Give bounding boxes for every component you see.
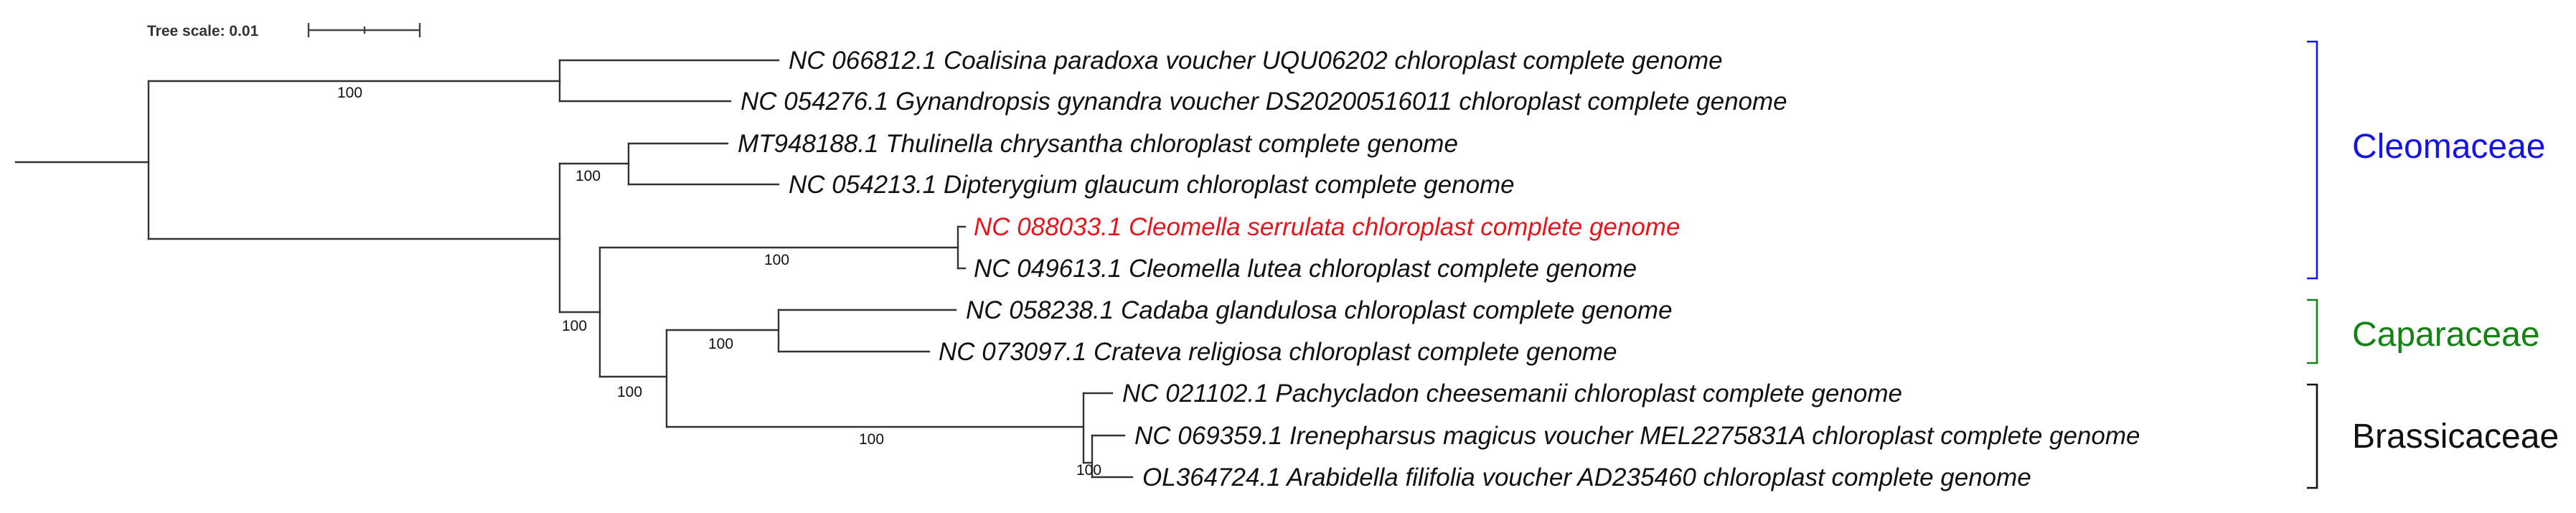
leaf-label: NC 073097.1 Crateva religiosa chloroplas… — [939, 338, 1617, 366]
leaf-label: NC 058238.1 Cadaba glandulosa chloroplas… — [966, 296, 1673, 324]
leaf-label-highlighted: NC 088033.1 Cleomella serrulata chloropl… — [974, 213, 1680, 241]
support-value: 100 — [708, 336, 733, 352]
support-value: 100 — [1076, 462, 1101, 479]
support-values: 100 100 100 100 100 100 100 100 — [337, 85, 1101, 479]
tree-scale-bar — [307, 23, 421, 37]
leaf-label: NC 054276.1 Gynandropsis gynandra vouche… — [741, 88, 1787, 116]
support-value: 100 — [764, 252, 789, 268]
leaf-label: NC 021102.1 Pachycladon cheesemanii chlo… — [1122, 380, 1902, 408]
leaf-label: NC 054213.1 Dipterygium glaucum chloropl… — [789, 171, 1515, 199]
leaf-label: NC 069359.1 Irenepharsus magicus voucher… — [1134, 422, 2140, 450]
clade-annotations: Cleomaceae Caparaceae Brassicaceae — [2307, 40, 2559, 489]
clade-label-cleomaceae: Cleomaceae — [2352, 128, 2545, 166]
clade-bracket-brassicaceae — [2307, 383, 2318, 489]
tree-branches — [14, 59, 1134, 479]
leaf-label: MT948188.1 Thulinella chrysantha chlorop… — [738, 130, 1458, 158]
clade-label-caparaceae: Caparaceae — [2352, 316, 2540, 354]
support-value: 100 — [859, 431, 884, 448]
clade-bracket-cleomaceae — [2307, 40, 2318, 280]
support-value: 100 — [617, 384, 642, 400]
support-value: 100 — [562, 318, 587, 334]
tree-scale-label: Tree scale: 0.01 — [147, 23, 259, 39]
leaf-label: OL364724.1 Arabidella filifolia voucher … — [1142, 463, 2031, 491]
leaf-label: NC 066812.1 Coalisina paradoxa voucher U… — [789, 47, 1723, 75]
leaf-labels: NC 066812.1 Coalisina paradoxa voucher U… — [738, 47, 2140, 491]
tree-scale: Tree scale: 0.01 — [147, 23, 421, 39]
support-value: 100 — [337, 85, 362, 101]
clade-label-brassicaceae: Brassicaceae — [2352, 418, 2559, 456]
clade-bracket-caparaceae — [2307, 298, 2318, 364]
support-value: 100 — [575, 168, 601, 184]
leaf-label: NC 049613.1 Cleomella lutea chloroplast … — [974, 255, 1637, 283]
